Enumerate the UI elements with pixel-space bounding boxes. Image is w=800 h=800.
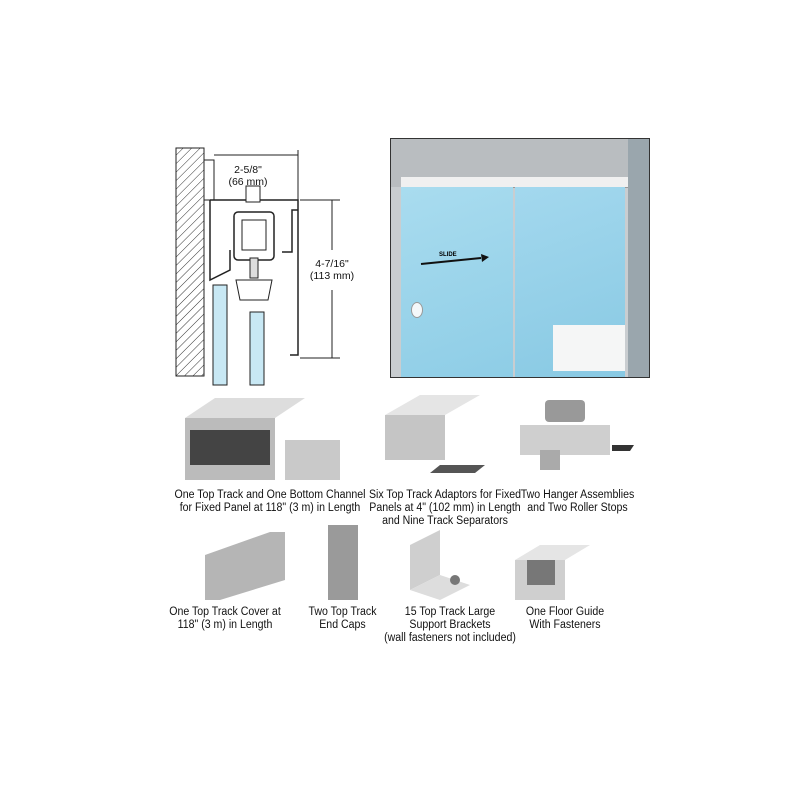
caption-line: (wall fasteners not included)	[384, 632, 516, 644]
bolt	[245, 185, 261, 203]
caption-line: Support Brackets	[409, 619, 491, 631]
caption-line: One Top Track and One Bottom Channel	[174, 489, 366, 501]
width-dimension: 2-5/8" (66 mm)	[218, 164, 278, 188]
caption-line: and Two Roller Stops	[527, 502, 628, 514]
finger-pull	[411, 302, 423, 318]
caption-line: Panels at 4" (102 mm) in Length	[369, 502, 521, 514]
height-metric: (113 mm)	[309, 270, 355, 282]
wall-hatch	[175, 147, 205, 377]
track-cover-image	[205, 532, 285, 600]
fixed-panel	[401, 187, 513, 377]
caption-line: One Top Track Cover at	[169, 606, 281, 618]
caption-top-track: One Top Track and One Bottom Channel for…	[160, 489, 381, 515]
caption-floor-guide: One Floor Guide With Fasteners	[519, 606, 611, 632]
slide-label: SLIDE	[439, 252, 457, 258]
caption-end-caps: Two Top Track End Caps	[303, 606, 381, 632]
caption-line: 15 Top Track Large	[404, 606, 496, 618]
track-adaptor-image	[385, 395, 485, 473]
caption-track-adaptors: Six Top Track Adaptors for Fixed Panels …	[362, 489, 528, 528]
width-metric: (66 mm)	[228, 176, 268, 188]
top-track-image	[185, 398, 340, 480]
installed-door-photo: SLIDE	[390, 138, 650, 378]
height-label: 4-7/16"	[315, 258, 349, 270]
caption-line: Six Top Track Adaptors for Fixed	[368, 489, 522, 501]
caption-line: Two Top Track	[308, 606, 377, 618]
width-label: 2-5/8"	[234, 164, 262, 176]
caption-hanger-assemblies: Two Hanger Assemblies and Two Roller Sto…	[520, 489, 635, 515]
tempered-glass-logo	[553, 325, 625, 371]
end-cap-image	[328, 525, 358, 600]
caption-line: One Floor Guide	[525, 606, 605, 618]
caption-track-cover: One Top Track Cover at 118" (3 m) in Len…	[165, 606, 285, 632]
caption-support-brackets: 15 Top Track Large Support Brackets (wal…	[381, 606, 519, 645]
track-profile	[209, 199, 299, 356]
caption-line: 118" (3 m) in Length	[177, 619, 273, 631]
caption-line: and Nine Track Separators	[382, 515, 508, 527]
sliding-glass-panel	[249, 311, 265, 386]
height-dimension: 4-7/16" (113 mm)	[302, 258, 362, 282]
slide-arrow-icon	[420, 254, 489, 265]
hanger-assembly-image	[520, 400, 634, 470]
caption-line: for Fixed Panel at 118" (3 m) in Length	[179, 502, 361, 514]
support-bracket-image	[410, 530, 470, 600]
caption-line: With Fasteners	[529, 619, 601, 631]
caption-line: Two Hanger Assemblies	[520, 489, 635, 501]
caption-line: End Caps	[319, 619, 366, 631]
floor-guide-image	[515, 545, 590, 600]
fixed-glass-panel	[212, 284, 228, 386]
mount-plate	[203, 159, 215, 201]
